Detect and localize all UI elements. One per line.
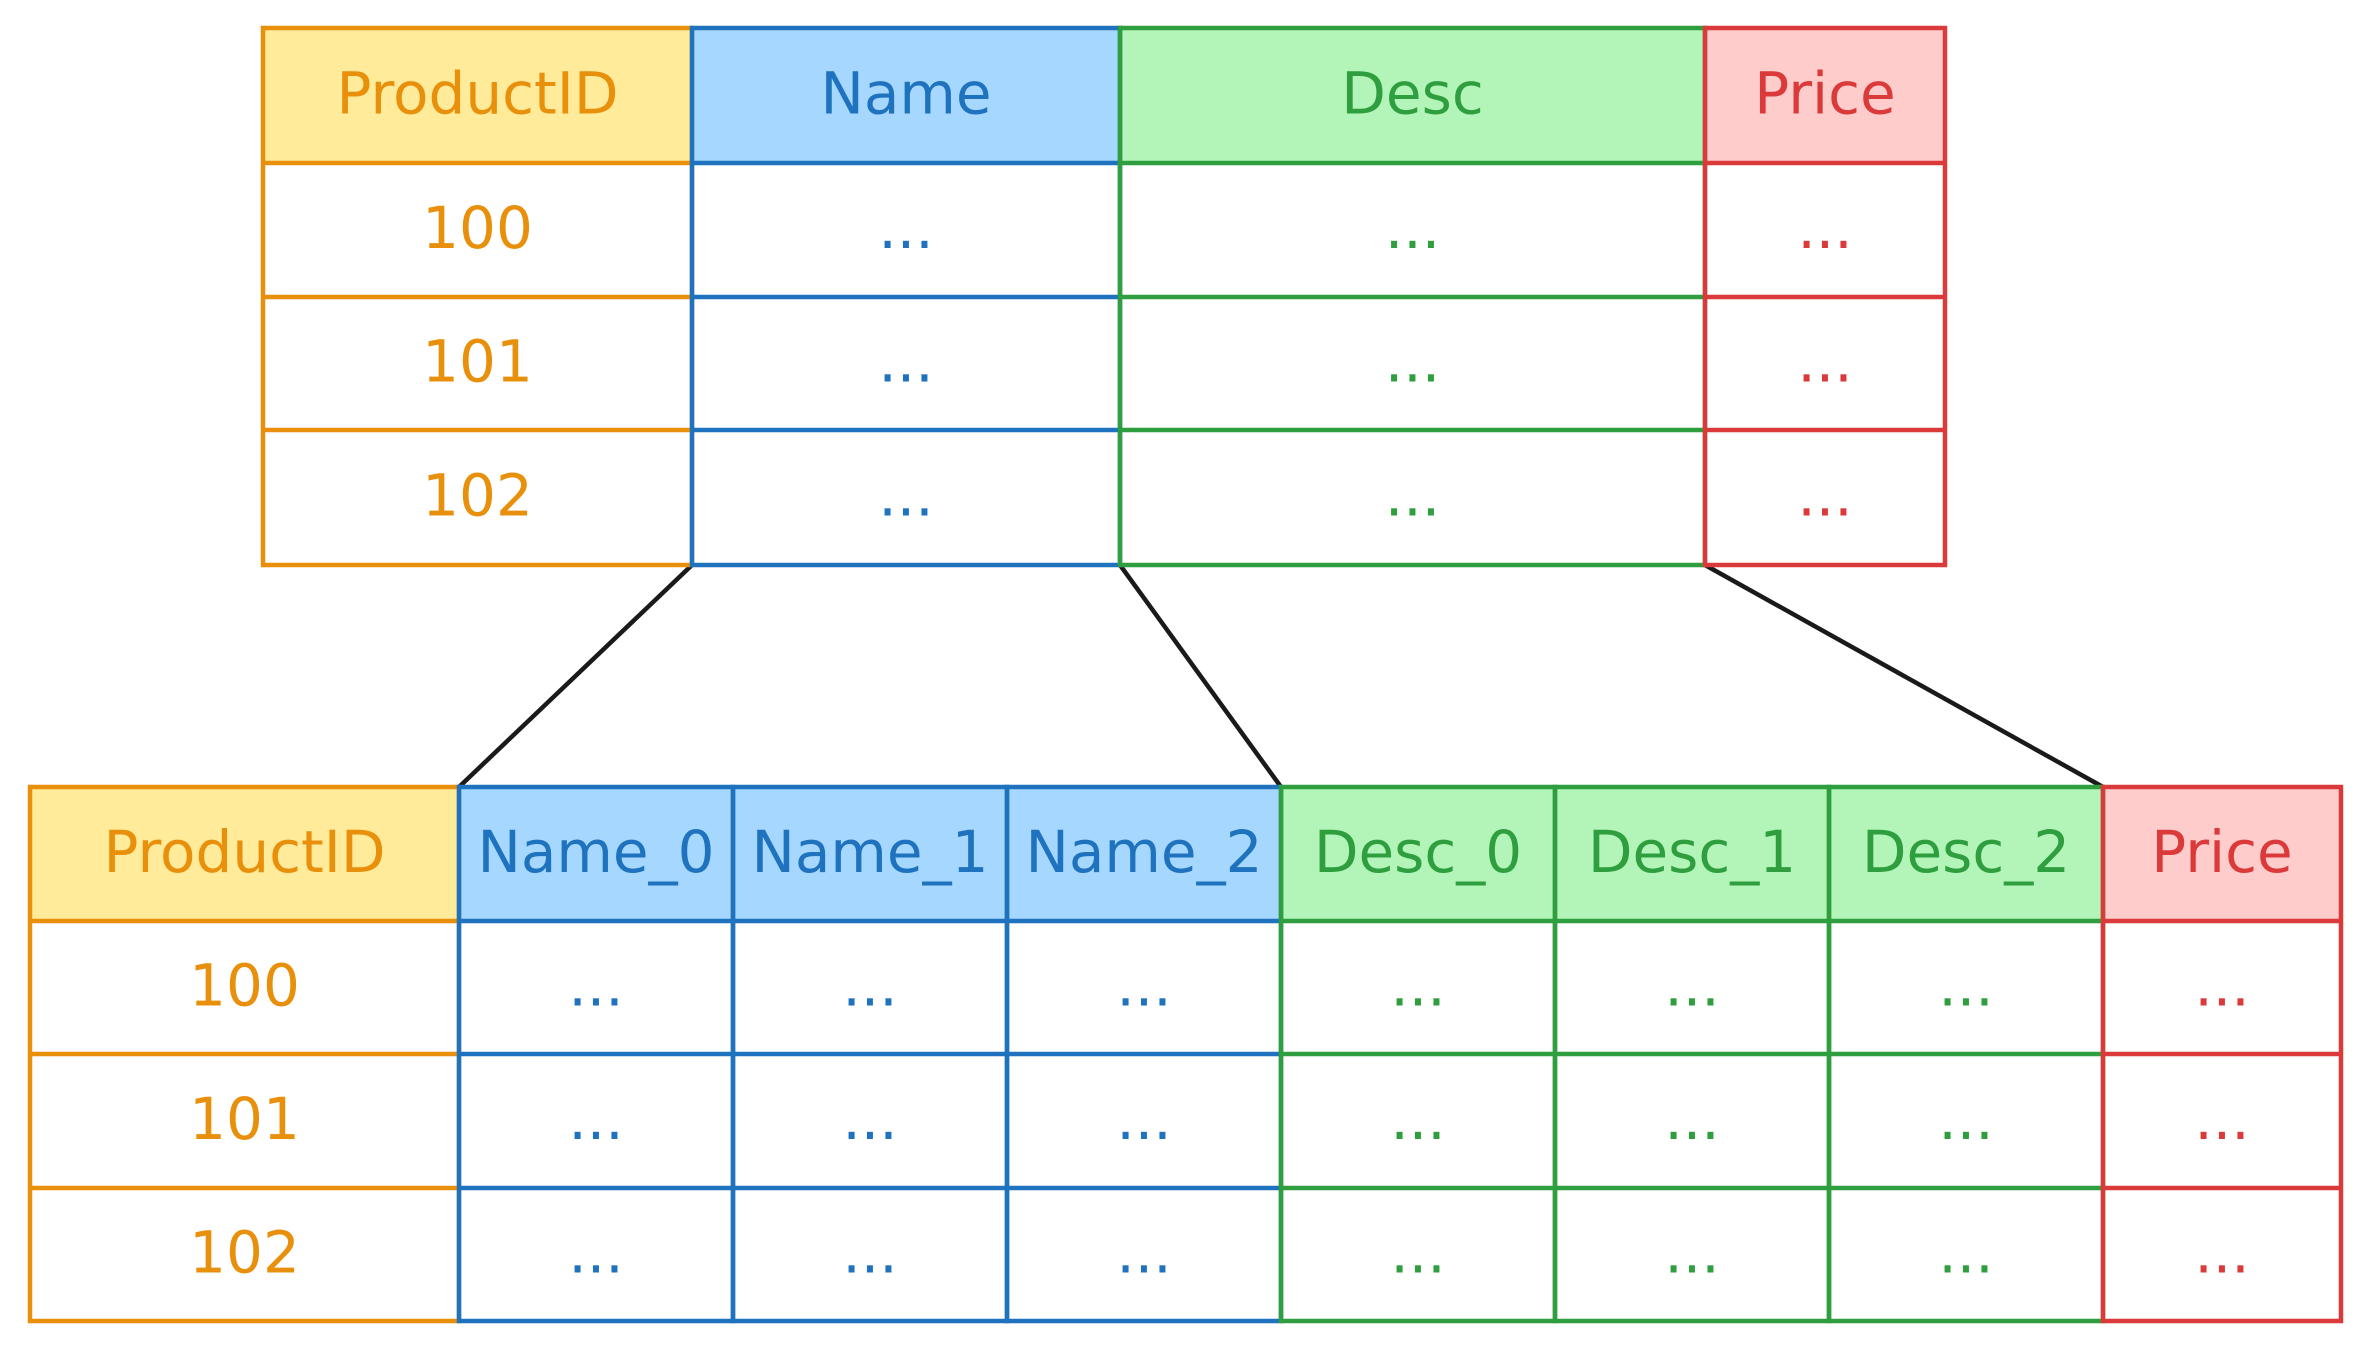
bottom-table-cell-r1-c4: ... [1390,1085,1445,1153]
column-split-connectors [457,563,2105,789]
bottom-table-cell-r2-c1: ... [568,1219,623,1287]
bottom-table-cell-r1-c7: ... [2194,1085,2249,1153]
bottom-table-cell-r1-c2: ... [842,1085,897,1153]
bottom-table-header-desc-1: Desc_1 [1588,818,1796,886]
bottom-table-cell-r0-c4: ... [1390,952,1445,1020]
bottom-table-cell-r1-c5: ... [1664,1085,1719,1153]
top-table-cell-r1-c3: ... [1797,328,1852,396]
top-table-cell-r0-c1: ... [878,194,933,262]
bottom-table-cell-r0-c5: ... [1664,952,1719,1020]
name-left-connector [457,563,694,789]
bottom-table-header-cell-productid [30,787,459,921]
top-table-cell-r1-c2: ... [1385,328,1440,396]
top-table-header-desc: Desc [1341,60,1483,128]
top-table-header-cell-desc [1120,28,1705,163]
split-columns-table: ProductID Name_0 Name_1 Name_2 Desc_0 Desc_1 D… [27,784,2344,1324]
bottom-table-header-cell-desc-0 [1281,787,1555,921]
top-table-header-name: Name [820,60,991,128]
bottom-table-cell-r0-c3: ... [1116,952,1171,1020]
bottom-table-header-cell-desc-1 [1555,787,1829,921]
bottom-table-header-cell-desc-2 [1829,787,2103,921]
bottom-table-cell-r2-c4: ... [1390,1219,1445,1287]
top-table-cell-r2-c2: ... [1385,462,1440,530]
bottom-table-header-price: Price [2151,818,2293,886]
bottom-table-cell-r2-c2: ... [842,1219,897,1287]
bottom-table-header-desc-0: Desc_0 [1314,818,1522,886]
top-table-header-productid: ProductID [337,60,619,128]
bottom-table-cell-r1-c6: ... [1938,1085,1993,1153]
bottom-table-cell-r2-c6: ... [1938,1219,1993,1287]
original-table: ProductID Name Desc Price 100......... 101...… [260,25,1948,568]
top-table-cell-r0-c0: 100 [422,194,533,262]
top-table-cell-r0-c2: ... [1385,194,1440,262]
top-table-cell-r2-c3: ... [1797,462,1852,530]
top-table-cell-r1-c0: 101 [422,328,533,396]
bottom-table-cell-r2-c0: 102 [189,1219,300,1287]
bottom-table-header-productid: ProductID [104,818,386,886]
bottom-table-header-cell-price [2103,787,2341,921]
top-table-cell-r1-c1: ... [878,328,933,396]
top-table-header-cell-productid [263,28,692,163]
top-table-header-cell-price [1705,28,1945,163]
bottom-table-cell-r2-c7: ... [2194,1219,2249,1287]
top-table-cell-r2-c1: ... [878,462,933,530]
bottom-table-cell-r0-c7: ... [2194,952,2249,1020]
top-table-header-cell-name [692,28,1120,163]
bottom-table-cell-r1-c0: 101 [189,1085,300,1153]
bottom-table-cell-r0-c6: ... [1938,952,1993,1020]
bottom-table-cell-r1-c3: ... [1116,1085,1171,1153]
bottom-table-cell-r0-c0: 100 [189,952,300,1020]
bottom-table-header-name-2: Name_2 [1025,818,1262,886]
bottom-table-cell-r0-c1: ... [568,952,623,1020]
top-table-header-price: Price [1754,60,1896,128]
top-table-cell-r2-c0: 102 [422,462,533,530]
bottom-table-cell-r2-c5: ... [1664,1219,1719,1287]
bottom-table-cell-r0-c2: ... [842,952,897,1020]
bottom-table-cell-r1-c1: ... [568,1085,623,1153]
top-table-cell-r0-c3: ... [1797,194,1852,262]
bottom-table-header-cell-name-1 [733,787,1007,921]
bottom-table-header-name-0: Name_0 [477,818,714,886]
name-right-connector [1118,563,1283,789]
bottom-table-header-name-1: Name_1 [751,818,988,886]
bottom-table-header-cell-name-0 [459,787,733,921]
bottom-table-cell-r2-c3: ... [1116,1219,1171,1287]
desc-right-connector [1703,563,2105,789]
bottom-table-header-cell-name-2 [1007,787,1281,921]
bottom-table-header-desc-2: Desc_2 [1862,818,2070,886]
